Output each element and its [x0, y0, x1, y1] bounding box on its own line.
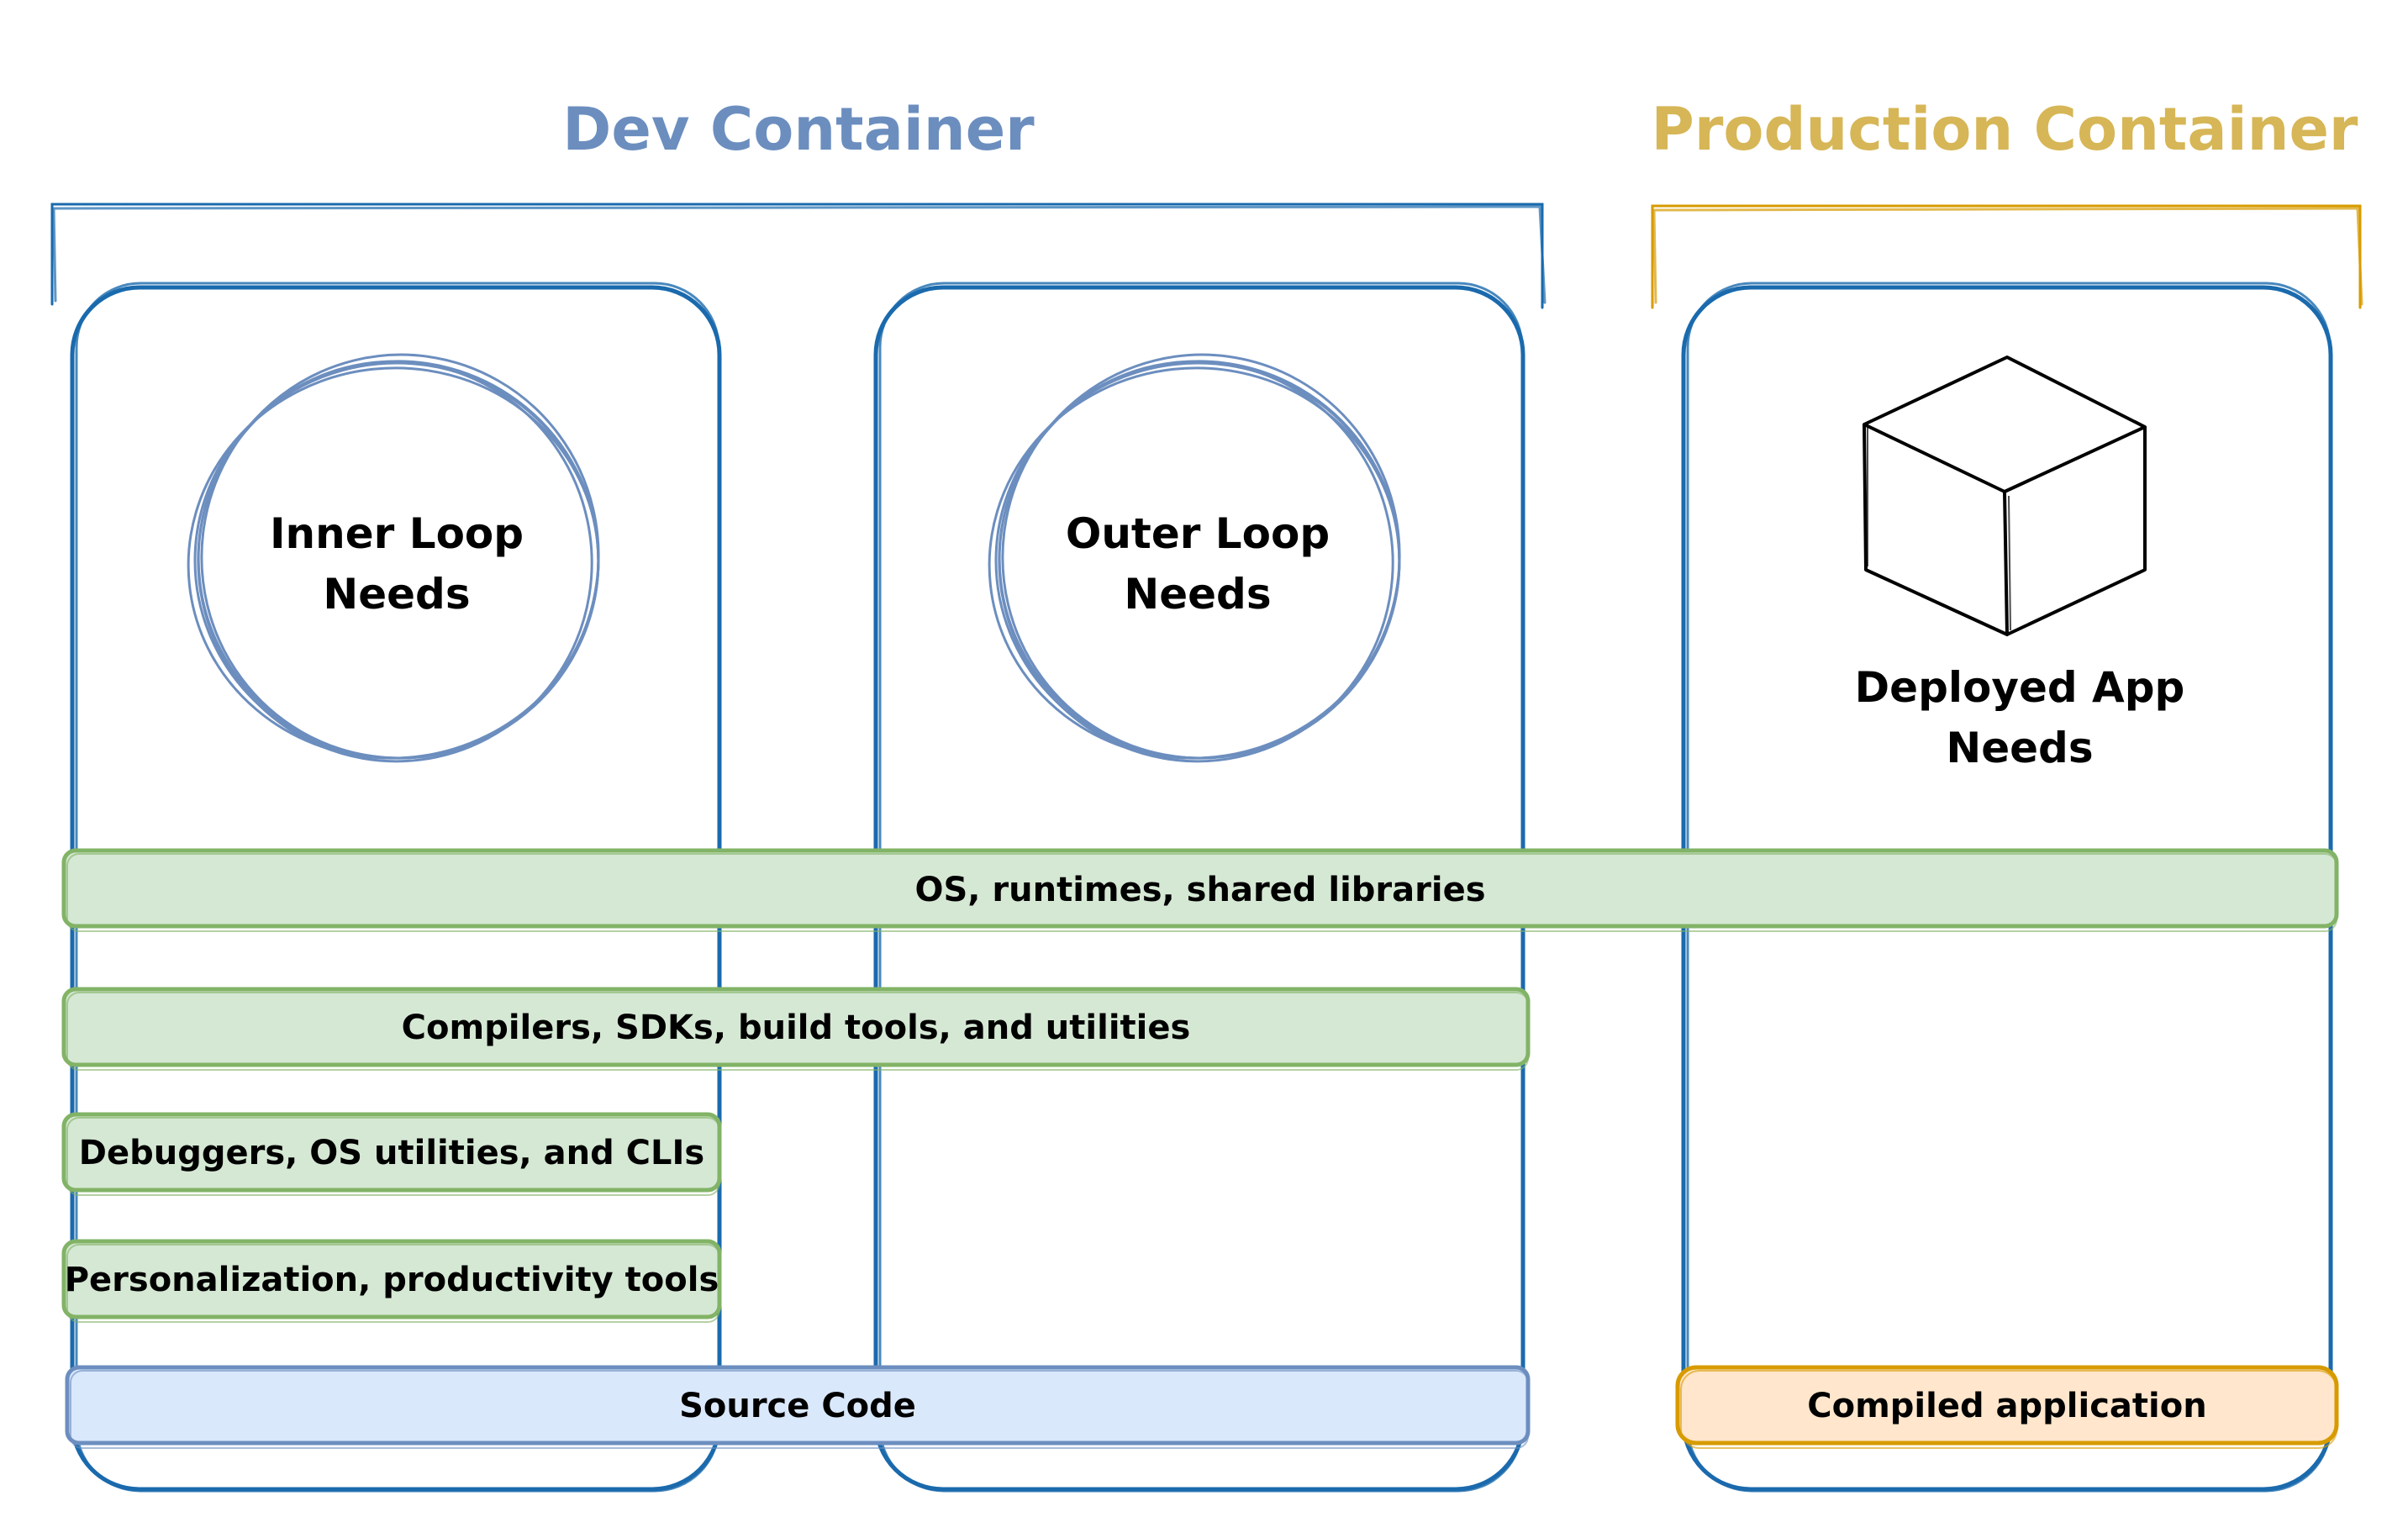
- outer-loop-label-line2: Needs: [1124, 570, 1271, 619]
- source-code-label: Source Code: [679, 1387, 916, 1425]
- personalization-label: Personalization, productivity tools: [65, 1261, 719, 1299]
- compiled-application-label: Compiled application: [1807, 1387, 2206, 1425]
- production-bracket: [1651, 204, 2363, 309]
- dev-bracket: [50, 203, 1546, 309]
- production-container-heading: Production Container: [1652, 95, 2358, 164]
- outer-loop-label-line1: Outer Loop: [1066, 509, 1330, 558]
- inner-loop-label-line2: Needs: [323, 570, 470, 619]
- source-code-bar: Source Code: [65, 1365, 1531, 1449]
- os-runtimes-bar: OS, runtimes, shared libraries: [61, 848, 2339, 932]
- dev-container-heading: Dev Container: [562, 95, 1035, 164]
- inner-loop-circle: [187, 353, 600, 763]
- deployed-app-label-line2: Needs: [1946, 724, 2093, 772]
- inner-loop-label-line1: Inner Loop: [270, 509, 524, 558]
- compilers-label: Compilers, SDKs, build tools, and utilit…: [402, 1009, 1191, 1047]
- os-runtimes-label: OS, runtimes, shared libraries: [914, 871, 1485, 909]
- compiled-application-bar: Compiled application: [1675, 1365, 2339, 1449]
- outer-loop-circle: [988, 353, 1401, 763]
- cube-icon: [1863, 356, 2147, 636]
- deployed-app-label-line1: Deployed App: [1855, 663, 2185, 712]
- personalization-bar: Personalization, productivity tools: [61, 1239, 722, 1323]
- debuggers-label: Debuggers, OS utilities, and CLIs: [79, 1134, 704, 1172]
- debuggers-bar: Debuggers, OS utilities, and CLIs: [61, 1112, 722, 1196]
- compilers-bar: Compilers, SDKs, build tools, and utilit…: [61, 987, 1531, 1071]
